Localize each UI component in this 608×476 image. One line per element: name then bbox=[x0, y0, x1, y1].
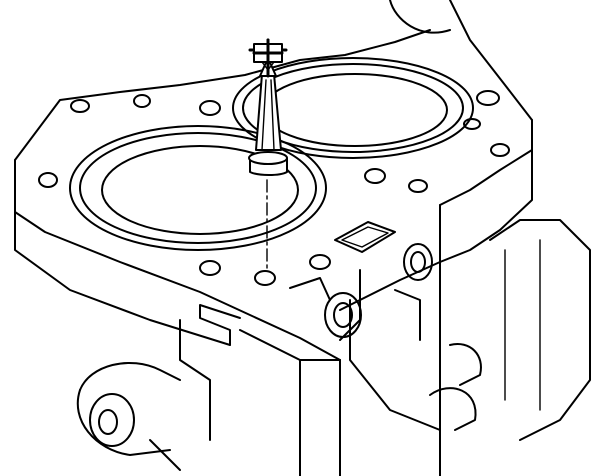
deck-holes bbox=[38, 90, 510, 286]
block-right-side bbox=[339, 119, 591, 476]
block-top-outline bbox=[14, 0, 533, 361]
block-front-face bbox=[14, 211, 341, 476]
cylinder-bore-right bbox=[232, 57, 474, 159]
cutter-tool bbox=[248, 38, 288, 176]
cylinder-bore-left bbox=[69, 125, 327, 251]
bearing-bosses bbox=[289, 243, 482, 431]
water-jacket-slot bbox=[334, 221, 396, 253]
lower-boss bbox=[76, 362, 181, 471]
